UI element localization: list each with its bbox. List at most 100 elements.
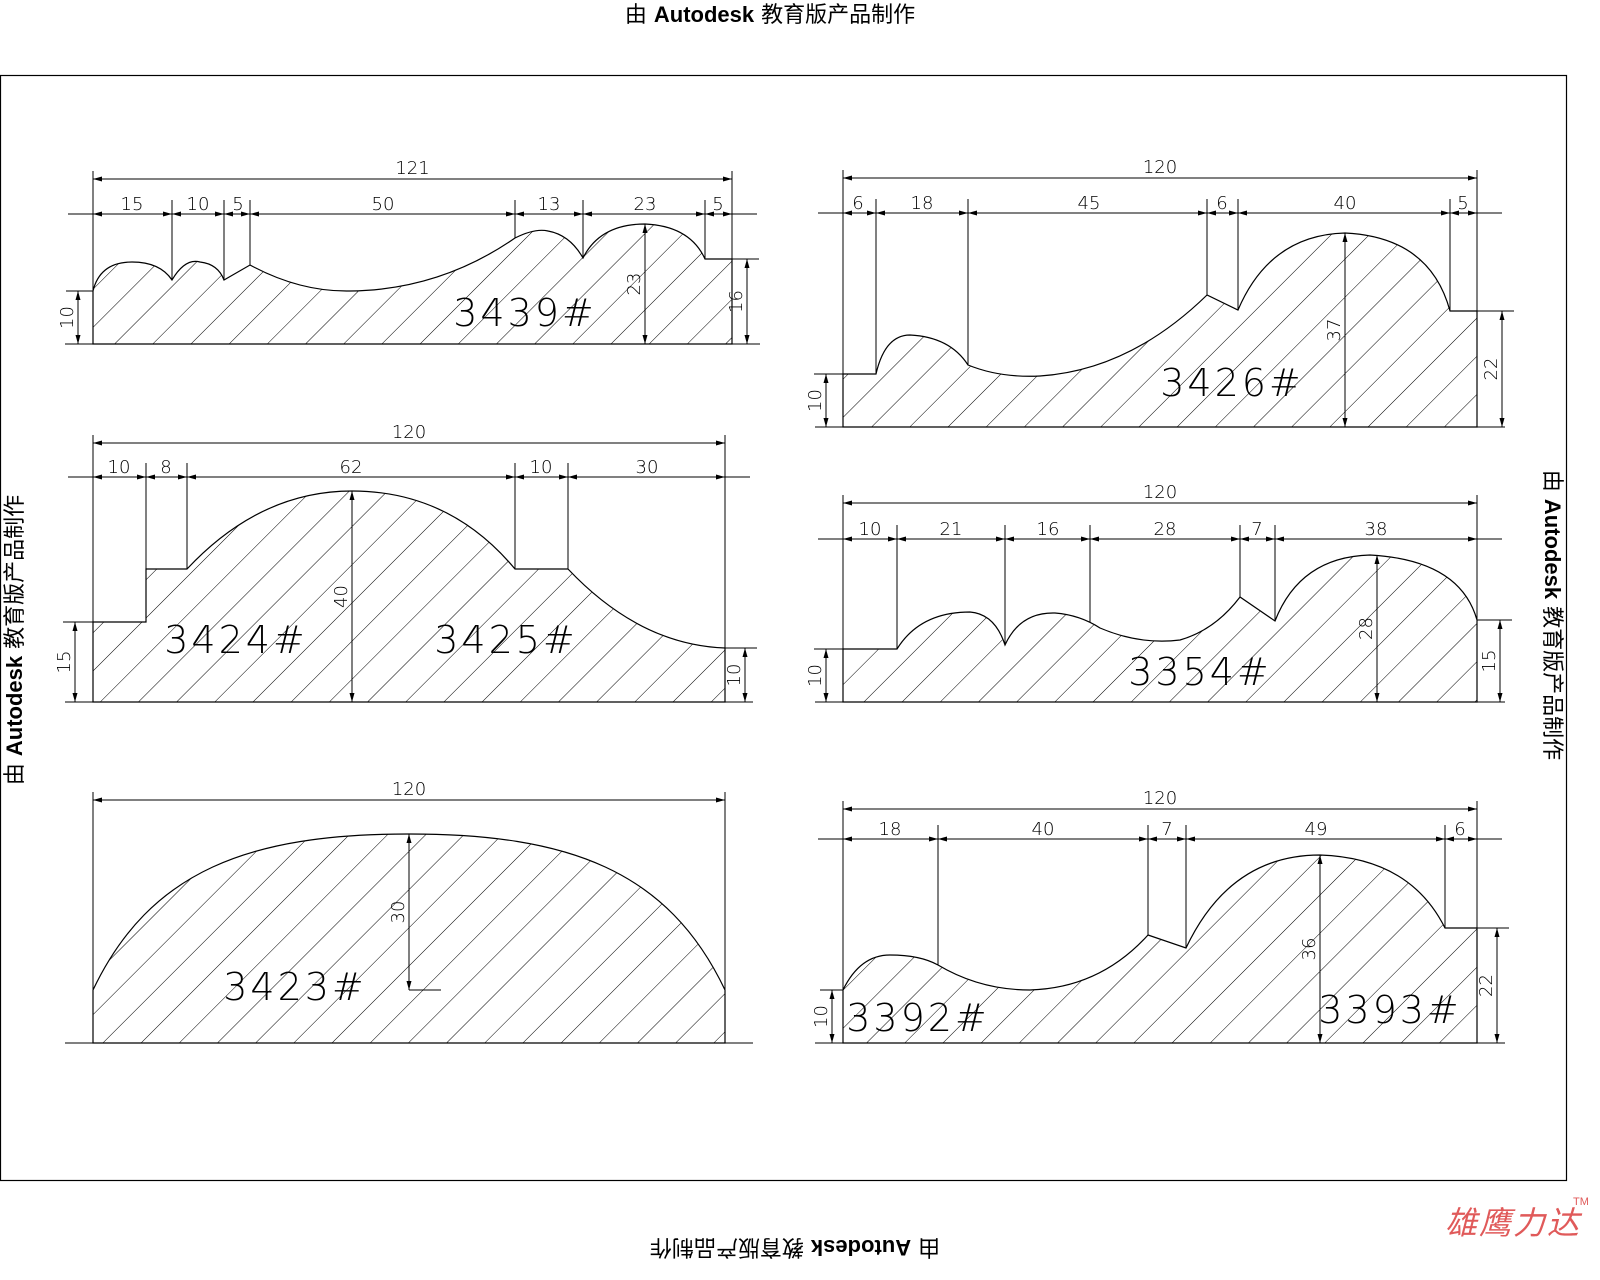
height-label: 10 [805, 664, 826, 687]
dimension-arrow [1238, 210, 1247, 216]
segment-width-label: 7 [1161, 819, 1172, 840]
dimension-arrow [642, 224, 648, 233]
segment-width-label: 16 [1037, 519, 1060, 540]
dimension-arrow [716, 797, 725, 803]
segment-width-label: 15 [121, 194, 144, 215]
watermark-top: 由 Autodesk 教育版产品制作 [625, 2, 915, 28]
segment-width-label: 8 [160, 457, 171, 478]
dimension-arrow [515, 211, 524, 217]
watermark-left: 由 Autodesk 教育版产品制作 [2, 495, 28, 785]
drawing-frame [0, 74, 1568, 1182]
dimension-arrow [705, 211, 714, 217]
dimension-arrow [1468, 210, 1477, 216]
height-label: 10 [724, 664, 745, 687]
dimension-arrow [515, 474, 524, 480]
dimension-arrow [843, 175, 852, 181]
dimension-arrow [829, 990, 835, 999]
segment-width-label: 13 [538, 194, 561, 215]
height-label: 28 [1356, 617, 1377, 640]
profile-code-label: 3439# [453, 291, 597, 335]
watermark-right: 由 Autodesk 教育版产品制作 [1539, 470, 1565, 760]
height-label: 10 [811, 1005, 832, 1028]
profile-code-label: 3423# [223, 965, 367, 1009]
dimension-arrow [72, 693, 78, 702]
dimension-arrow [187, 474, 196, 480]
profile-section [92, 490, 726, 703]
dimension-arrow [823, 418, 829, 427]
segment-width-label: 21 [940, 519, 963, 540]
segment-width-label: 5 [1457, 193, 1468, 214]
height-label: 22 [1481, 358, 1502, 381]
dimension-arrow [1186, 836, 1195, 842]
dimension-arrow [1342, 418, 1348, 427]
dimension-arrow [93, 211, 102, 217]
dimension-arrow [178, 474, 187, 480]
overall-width-label: 120 [392, 422, 426, 443]
brand-logo: 雄鹰力达 TM [1445, 1196, 1589, 1244]
overall-width-label: 121 [395, 158, 429, 179]
dimension-arrow [1090, 536, 1099, 542]
dimension-arrow [823, 374, 829, 383]
dimension-arrow [1441, 210, 1450, 216]
dimension-arrow [996, 536, 1005, 542]
dimension-arrow [1497, 620, 1503, 629]
dimension-arrow [1198, 210, 1207, 216]
dimension-arrow [506, 474, 515, 480]
profile-section [92, 223, 733, 345]
dimension-arrow [75, 335, 81, 344]
height-label: 15 [54, 651, 75, 674]
dimension-arrow [1468, 536, 1477, 542]
dimension-arrow [1468, 836, 1477, 842]
dimension-arrow [93, 440, 102, 446]
overall-width-label: 120 [1143, 157, 1177, 178]
dimension-arrow [888, 536, 897, 542]
dimension-arrow [642, 335, 648, 344]
dimension-arrow [929, 836, 938, 842]
dimension-arrow [744, 259, 750, 268]
dimension-arrow [93, 797, 102, 803]
dimension-arrow [1229, 210, 1238, 216]
height-label: 10 [805, 389, 826, 412]
dimension-arrow [1374, 693, 1380, 702]
segment-width-label: 49 [1305, 819, 1328, 840]
dimension-arrow [72, 622, 78, 631]
dimension-arrow [241, 211, 250, 217]
dimension-arrow [1499, 311, 1505, 320]
dimension-arrow [968, 210, 977, 216]
dimension-arrow [1240, 536, 1249, 542]
profile-section [842, 554, 1478, 703]
height-label: 15 [1479, 650, 1500, 673]
dimension-arrow [1207, 210, 1216, 216]
segment-width-label: 50 [372, 194, 395, 215]
dimension-arrow [1450, 210, 1459, 216]
dimension-arrow [829, 1034, 835, 1043]
dimension-arrow [559, 474, 568, 480]
overall-width-label: 120 [1143, 788, 1177, 809]
profile-code-label: 3392# [846, 996, 990, 1040]
dimension-arrow [696, 211, 705, 217]
dimension-arrow [1499, 418, 1505, 427]
segment-width-label: 6 [852, 193, 863, 214]
dimension-arrow [574, 211, 583, 217]
profile-section [842, 854, 1478, 1044]
dimension-arrow [172, 211, 181, 217]
dimension-arrow [75, 291, 81, 300]
segment-width-label: 5 [712, 194, 723, 215]
dimension-arrow [823, 649, 829, 658]
dimension-arrow [876, 210, 885, 216]
profile-code-label: 3425# [434, 618, 578, 662]
segment-width-label: 10 [530, 457, 553, 478]
segment-width-label: 45 [1078, 193, 1101, 214]
segment-width-label: 62 [340, 457, 363, 478]
dimension-arrow [1177, 836, 1186, 842]
dimension-arrow [1497, 693, 1503, 702]
dimension-arrow [224, 211, 233, 217]
dimension-arrow [568, 474, 577, 480]
height-label: 22 [1476, 974, 1497, 997]
overall-width-label: 120 [1143, 482, 1177, 503]
